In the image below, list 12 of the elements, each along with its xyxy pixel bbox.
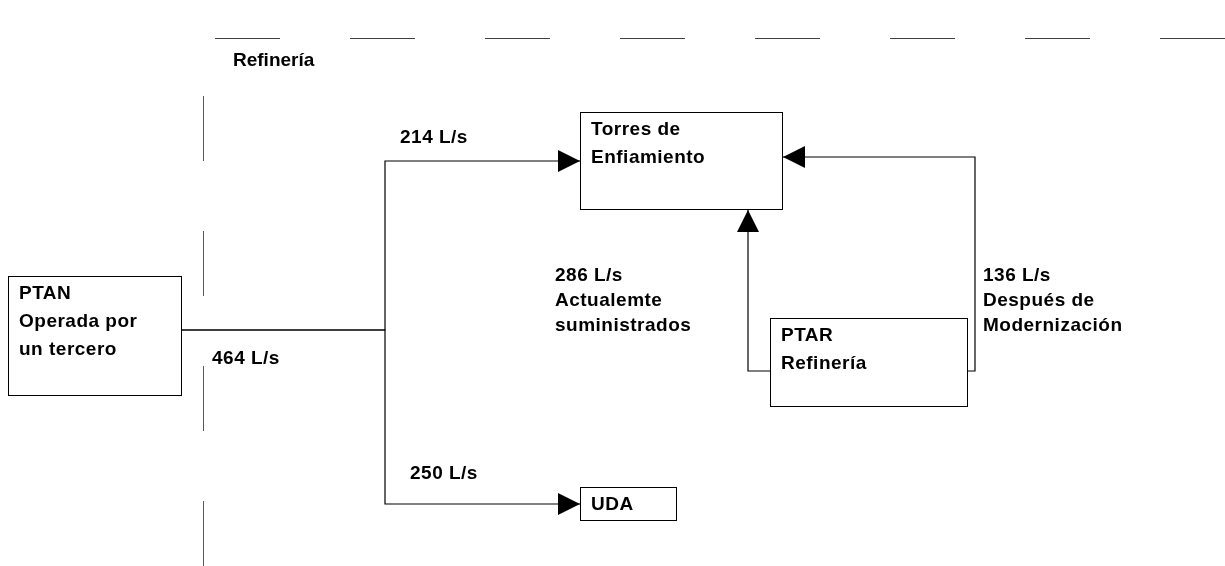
box-label: UDA (591, 492, 635, 516)
process-box (580, 487, 677, 521)
process-box (8, 276, 182, 396)
box-label: PTAN Operada por un tercero (19, 281, 139, 361)
flow-arrow (737, 209, 771, 372)
process-box (580, 112, 783, 210)
box-label: PTAR Refinería (781, 323, 868, 375)
flow-arrow (782, 146, 976, 372)
process-box (770, 318, 968, 407)
flow-arrow (181, 329, 581, 515)
box-label: Torres de Enfiamiento (591, 117, 707, 169)
region-title: Refinería (233, 48, 315, 72)
